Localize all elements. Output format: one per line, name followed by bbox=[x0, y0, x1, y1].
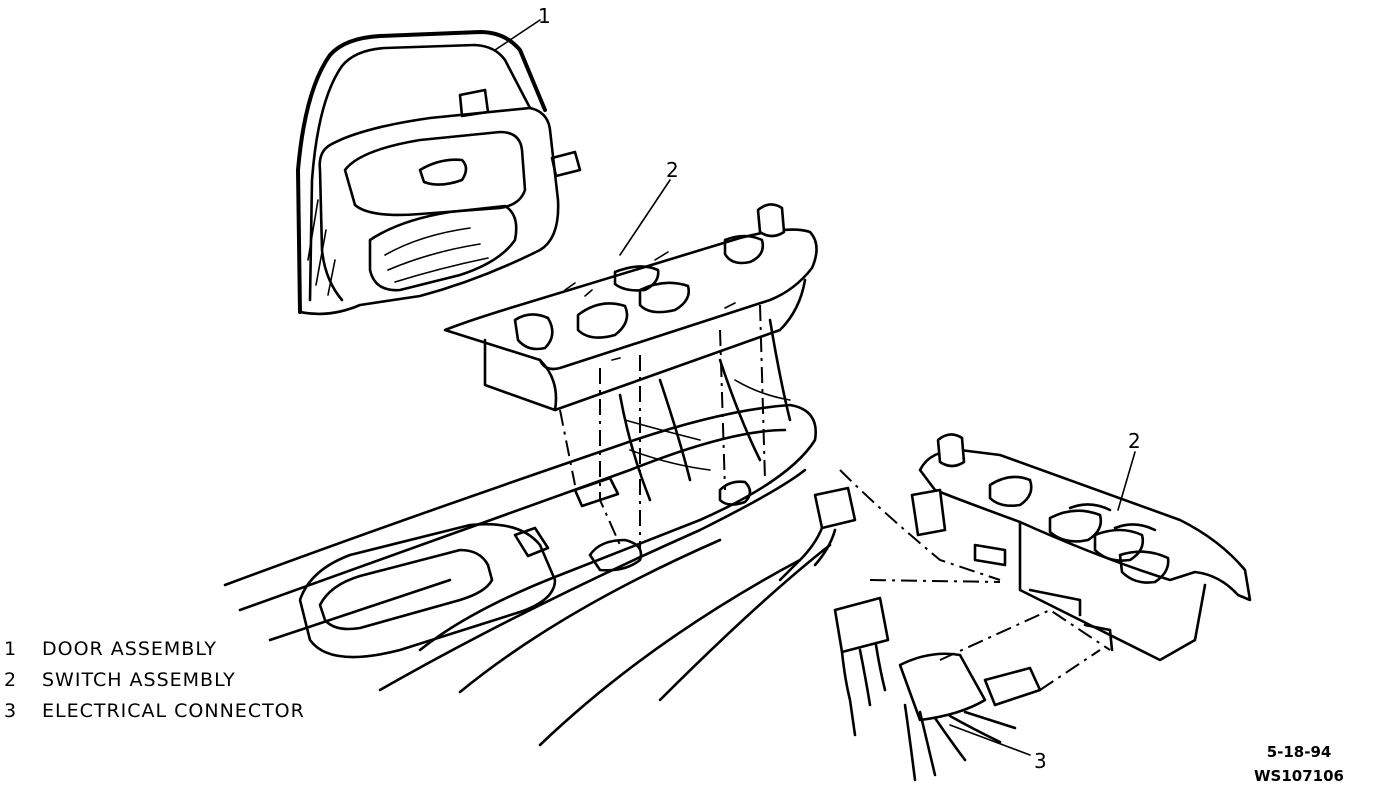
legend-label: DOOR ASSEMBLY bbox=[42, 638, 218, 660]
switch-assembly-lower-drawing bbox=[910, 433, 1252, 662]
legend-item: 2 SWITCH ASSEMBLY bbox=[4, 665, 305, 696]
legend-number: 1 bbox=[4, 638, 18, 660]
callout-2-lower: 2 bbox=[1128, 429, 1141, 453]
drawing-code: WS107106 bbox=[1254, 767, 1344, 785]
legend-item: 1 DOOR ASSEMBLY bbox=[4, 634, 305, 665]
callout-leaders bbox=[494, 19, 1136, 756]
switch-assembly-upper-drawing bbox=[443, 203, 818, 502]
callout-2-upper: 2 bbox=[666, 158, 679, 182]
alignment-lines bbox=[559, 304, 766, 550]
door-assembly-drawing bbox=[296, 30, 582, 316]
drawing-stamp: 5-18-94 WS107106 bbox=[1254, 740, 1344, 788]
electrical-connector-drawing bbox=[778, 469, 1111, 782]
parts-legend: 1 DOOR ASSEMBLY 2 SWITCH ASSEMBLY 3 ELEC… bbox=[4, 634, 305, 727]
callout-3: 3 bbox=[1034, 749, 1047, 773]
legend-number: 2 bbox=[4, 669, 18, 691]
legend-item: 3 ELECTRICAL CONNECTOR bbox=[4, 696, 305, 727]
legend-label: ELECTRICAL CONNECTOR bbox=[42, 700, 305, 722]
legend-label: SWITCH ASSEMBLY bbox=[42, 669, 236, 691]
callout-1: 1 bbox=[538, 4, 551, 28]
legend-number: 3 bbox=[4, 700, 18, 722]
armrest-console-drawing bbox=[223, 403, 832, 747]
drawing-date: 5-18-94 bbox=[1266, 743, 1332, 761]
